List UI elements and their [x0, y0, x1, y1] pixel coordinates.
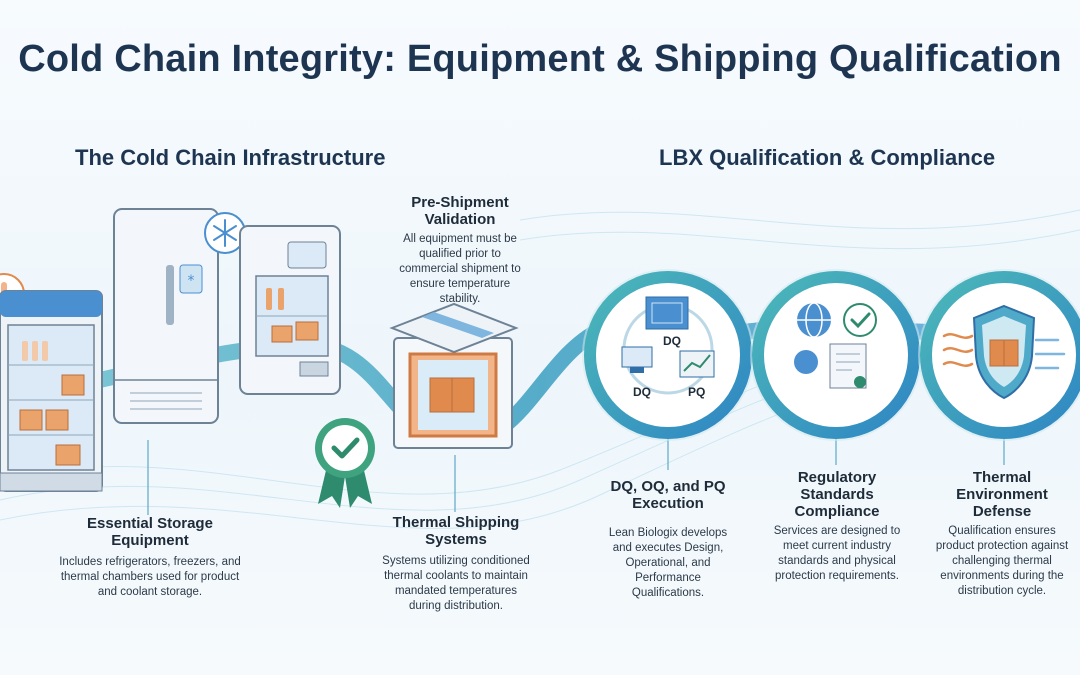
pq-label: PQ [688, 385, 706, 399]
computer-icon [621, 346, 653, 373]
check-badge-icon [315, 418, 375, 508]
card-thermal-shipping-title: Thermal Shipping Systems [392, 514, 520, 548]
card-storage-title: Essential Storage Equipment [87, 515, 213, 549]
dq-left-label: DQ [633, 385, 651, 399]
card-dqoqpq-title: DQ, OQ, and PQ Execution [610, 478, 726, 512]
card-thermal-defense-title: Thermal Environment Defense [956, 469, 1048, 520]
card-storage: Essential Storage Equipment Includes ref… [59, 515, 241, 600]
thermal-chamber-icon [239, 225, 341, 395]
card-thermal-defense-desc: Qualification ensures product protection… [935, 525, 1069, 597]
card-dqoqpq: DQ, OQ, and PQ Execution Lean Biologix d… [600, 478, 736, 601]
section-title-qualification: LBX Qualification & Compliance [659, 145, 996, 170]
compliance-icon-cluster [794, 302, 877, 389]
card-thermal-shipping-desc: Systems utilizing conditioned thermal co… [382, 555, 530, 612]
globe-icon [797, 302, 831, 338]
card-preshipment: Pre-Shipment Validation All equipment mu… [392, 194, 528, 307]
shield-box-icon [942, 304, 1066, 400]
insulated-shipper-icon [389, 302, 519, 449]
section-title-infrastructure: The Cold Chain Infrastructure [75, 145, 386, 170]
card-thermal-defense: Thermal Environment Defense Qualificatio… [928, 469, 1076, 599]
dq-top-label: DQ [663, 334, 681, 348]
globe-small-icon [794, 350, 818, 374]
page-title: Cold Chain Integrity: Equipment & Shippi… [18, 38, 1062, 80]
card-regulatory-desc: Services are designed to meet current in… [773, 525, 901, 582]
svg-text:*: * [188, 273, 195, 289]
card-regulatory: Regulatory Standards Compliance Services… [765, 469, 909, 584]
card-preshipment-title: Pre-Shipment Validation [411, 194, 509, 228]
document-icon [829, 343, 867, 389]
snowflake-icon [204, 212, 246, 254]
card-preshipment-desc: All equipment must be qualified prior to… [399, 233, 521, 305]
chart-icon [679, 350, 715, 378]
refrigerator-icon [0, 290, 103, 492]
card-thermal-shipping: Thermal Shipping Systems Systems utilizi… [380, 514, 532, 614]
card-dqoqpq-desc: Lean Biologix develops and executes Desi… [608, 527, 728, 599]
card-storage-desc: Includes refrigerators, freezers, and th… [59, 556, 241, 598]
checkmark-icon [843, 303, 877, 337]
qualification-icon-cluster [621, 296, 715, 395]
freezer-icon: * [113, 208, 219, 424]
card-regulatory-title: Regulatory Standards Compliance [794, 469, 880, 520]
blueprint-icon [645, 296, 689, 330]
